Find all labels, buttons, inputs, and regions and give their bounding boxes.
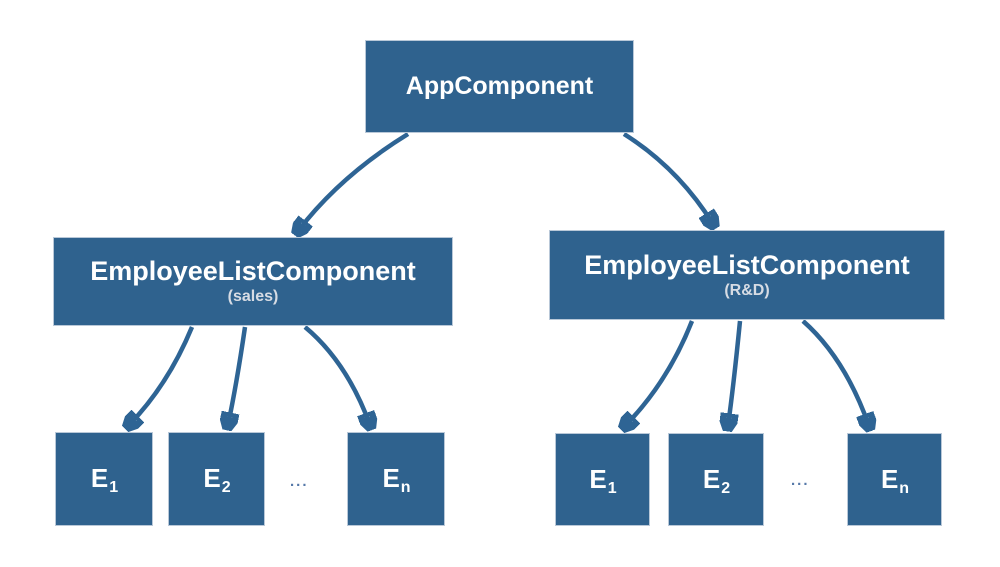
node-employee-list-sales: EmployeeListComponent (sales) xyxy=(53,237,453,326)
node-label: En xyxy=(382,463,411,497)
arrow-rd-to-e1 xyxy=(625,320,695,426)
leaf-base: E xyxy=(90,463,109,494)
node-label: E1 xyxy=(589,463,617,497)
arrow-app-to-rd xyxy=(622,132,713,224)
node-employee-1-rd: E1 xyxy=(555,433,650,526)
node-employee-1-sales: E1 xyxy=(55,432,153,526)
ellipsis-rd: ... xyxy=(791,472,810,489)
node-app-component: AppComponent xyxy=(365,40,634,133)
node-label: En xyxy=(880,463,910,497)
arrow-sales-to-e1 xyxy=(129,326,195,425)
leaf-base: E xyxy=(702,463,721,494)
node-employee-n-sales: En xyxy=(347,432,445,526)
leaf-subscript: 2 xyxy=(221,479,231,497)
node-label: E1 xyxy=(90,463,119,497)
leaf-subscript: 2 xyxy=(721,479,731,497)
node-label: E2 xyxy=(203,463,231,497)
node-label: E2 xyxy=(702,463,731,497)
node-employee-n-rd: En xyxy=(847,433,942,526)
leaf-base: E xyxy=(880,463,899,494)
arrow-app-to-sales xyxy=(298,132,410,231)
leaf-base: E xyxy=(382,463,400,494)
node-sublabel: (R&D) xyxy=(724,281,770,299)
leaf-base: E xyxy=(589,463,607,494)
leaf-subscript: n xyxy=(899,479,910,497)
leaf-subscript: 1 xyxy=(109,479,119,497)
arrow-rd-to-e2 xyxy=(728,320,743,426)
leaf-subscript: 1 xyxy=(607,479,617,497)
arrow-sales-to-e2 xyxy=(228,326,248,425)
node-employee-2-sales: E2 xyxy=(168,432,265,526)
node-employee-list-rd: EmployeeListComponent (R&D) xyxy=(549,230,945,320)
leaf-base: E xyxy=(203,463,221,494)
node-sublabel: (sales) xyxy=(227,288,279,306)
node-label: EmployeeListComponent xyxy=(90,256,416,287)
leaf-subscript: n xyxy=(400,479,411,497)
arrow-sales-to-en xyxy=(303,325,370,425)
ellipsis-sales: ... xyxy=(290,473,309,490)
node-label: EmployeeListComponent xyxy=(584,249,910,280)
node-employee-2-rd: E2 xyxy=(668,433,764,526)
node-label: AppComponent xyxy=(405,72,594,101)
arrow-rd-to-en xyxy=(801,319,869,426)
